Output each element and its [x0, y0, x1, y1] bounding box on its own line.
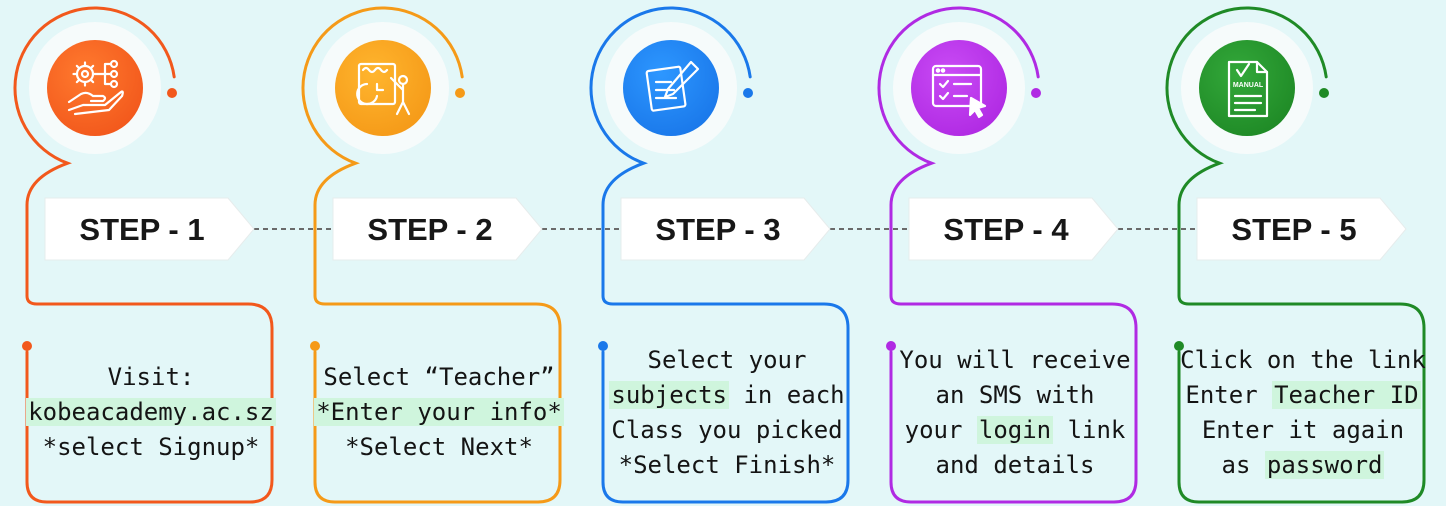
description-text: Visit:	[107, 363, 195, 391]
box-start-dot	[886, 341, 896, 351]
box-start-dot	[310, 341, 320, 351]
step-2-box-edge	[313, 350, 540, 504]
ring-end-dot	[167, 88, 177, 98]
step-2-label: STEP - 2	[367, 212, 492, 247]
browser-checklist-icon	[931, 64, 987, 119]
step-3-outline	[589, 6, 850, 504]
description-line: You will receive	[899, 343, 1130, 378]
highlighted-text: *Enter your info*	[314, 398, 564, 426]
description-line: Enter it again	[1202, 413, 1404, 448]
description-line: your login link	[904, 413, 1126, 448]
ring-end-dot	[1319, 88, 1329, 98]
description-line: and details	[936, 448, 1095, 483]
description-line: *Enter your info*	[314, 395, 564, 430]
step-4-group: STEP - 4	[877, 6, 1138, 504]
description-line: as password	[1222, 448, 1385, 483]
description-line: *Select Finish*	[619, 448, 836, 483]
step-4-outline	[877, 6, 1138, 504]
highlighted-text: password	[1264, 450, 1385, 479]
highlighted-text: Teacher ID	[1272, 380, 1421, 409]
teacher-board-icon	[356, 62, 411, 116]
description-text: Select your	[647, 345, 807, 374]
description-text: Enter it again	[1201, 415, 1405, 444]
icon-badge	[1199, 40, 1295, 136]
highlighted-text: kobeacademy.ac.sz	[26, 398, 276, 426]
description-line: *Select Next*	[345, 430, 533, 465]
description-text: Enter	[1185, 380, 1273, 409]
svg-text:MANUAL: MANUAL	[1233, 82, 1264, 89]
description-text: *Select Next*	[345, 433, 533, 461]
description-line: *select Signup*	[43, 430, 260, 465]
step-2-description: Select “Teacher” *Enter your info* *Select…	[314, 340, 564, 485]
highlighted-text: login	[976, 415, 1054, 444]
step-2-outline	[301, 6, 562, 504]
step-5-outline	[1165, 6, 1426, 504]
manual-document-icon: MANUAL	[1227, 60, 1269, 118]
description-text: your	[904, 415, 977, 444]
step-3-box-edge	[601, 350, 828, 504]
step-2-group: STEP - 2	[301, 6, 562, 504]
step-3-group: STEP - 3	[589, 6, 850, 504]
notes-pencil-icon	[645, 60, 700, 112]
description-text: as	[1221, 450, 1265, 479]
step-4-arrow-banner	[908, 197, 1119, 261]
icon-badge	[623, 40, 719, 136]
step-5-group: MANUAL STEP - 5	[1165, 6, 1426, 504]
description-line: Enter Teacher ID	[1185, 378, 1421, 413]
box-start-dot	[22, 341, 32, 351]
description-line: kobeacademy.ac.sz	[26, 395, 276, 430]
description-line: Select your	[648, 343, 807, 378]
description-line: Visit:	[108, 360, 195, 395]
icon-badge	[335, 40, 431, 136]
step-1-arrow-banner	[44, 197, 255, 261]
description-text: link	[1053, 415, 1126, 444]
description-text: and details	[935, 450, 1095, 479]
step-5-box-edge	[1177, 350, 1404, 504]
step-4-description: You will receive an SMS with your login li…	[892, 340, 1138, 485]
description-line: an SMS with	[936, 378, 1095, 413]
step-1-label: STEP - 1	[79, 212, 204, 247]
description-text: You will receive	[899, 345, 1131, 374]
step-3-arrow-banner	[620, 197, 831, 261]
settings-hand-icon	[67, 59, 124, 116]
step-5-arrow-banner	[1196, 197, 1407, 261]
description-line: Click on the link	[1180, 343, 1426, 378]
box-start-dot	[598, 341, 608, 351]
step-5-label: STEP - 5	[1231, 212, 1356, 247]
description-text: Select “Teacher”	[323, 363, 555, 391]
step-4-box-edge	[889, 350, 1116, 504]
step-3-label: STEP - 3	[655, 212, 780, 247]
step-1-outline	[13, 6, 274, 504]
step-1-box-edge	[25, 350, 252, 504]
description-text: Click on the link	[1180, 345, 1426, 374]
icon-badge	[911, 40, 1007, 136]
step-1-description: Visit: kobeacademy.ac.sz *select Signup*	[26, 340, 276, 485]
description-text: an SMS with	[935, 380, 1095, 409]
description-text: in each	[729, 380, 845, 409]
box-start-dot	[1174, 341, 1184, 351]
description-line: subjects in each	[609, 378, 845, 413]
description-text: *Select Finish*	[618, 450, 836, 479]
description-line: Class you picked	[611, 413, 842, 448]
step-2-arrow-banner	[332, 197, 543, 261]
description-text: *select Signup*	[42, 433, 260, 461]
step-4-label: STEP - 4	[943, 212, 1069, 247]
icon-badge	[47, 40, 143, 136]
description-line: Select “Teacher”	[323, 360, 554, 395]
step-1-group: STEP - 1	[13, 6, 274, 504]
description-text: Class you picked	[611, 415, 843, 444]
ring-end-dot	[1031, 88, 1041, 98]
ring-end-dot	[743, 88, 753, 98]
ring-end-dot	[455, 88, 465, 98]
highlighted-text: subjects	[609, 380, 729, 409]
